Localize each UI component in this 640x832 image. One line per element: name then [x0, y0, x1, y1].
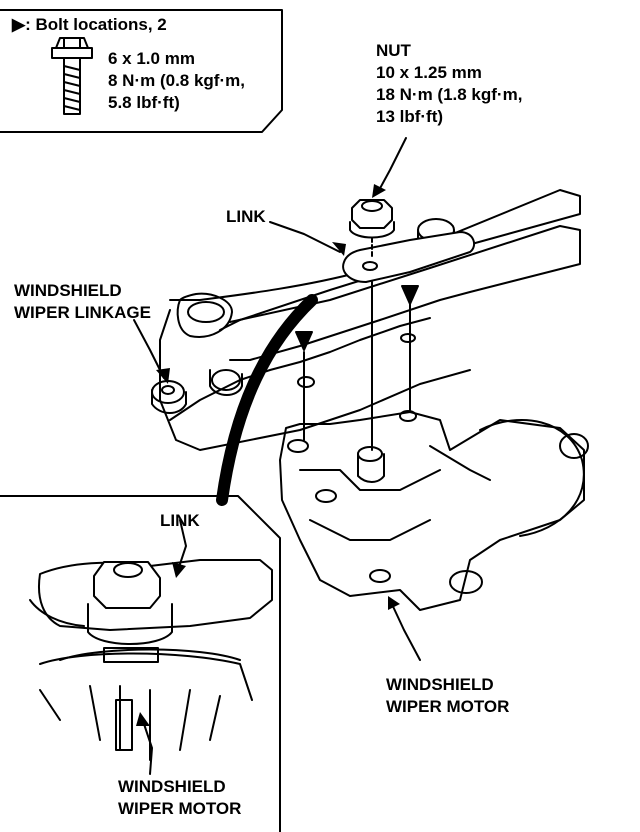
label-motor-inset-line-2: WIPER MOTOR — [118, 799, 242, 818]
legend-title-text: : Bolt locations, 2 — [25, 15, 167, 34]
bolt-torque-line-1: 8 N·m (0.8 kgf·m, — [108, 71, 245, 90]
label-link: LINK — [226, 207, 266, 226]
label-motor-line-2: WIPER MOTOR — [386, 697, 510, 716]
label-motor-inset-line-1: WINDSHIELD — [118, 777, 226, 796]
bolt-size: 6 x 1.0 mm — [108, 49, 195, 68]
bolt-location-arrow-icon — [295, 285, 419, 351]
nut-torque-line-1: 18 N·m (1.8 kgf·m, — [376, 85, 523, 104]
inset-pointer-curve — [216, 294, 318, 506]
bolt-icon — [51, 37, 93, 115]
leader-motor-inset — [141, 717, 153, 775]
leader-linkage — [133, 319, 165, 379]
wiper-motor — [279, 410, 589, 611]
legend-title: ▶: Bolt locations, 2 — [12, 14, 167, 36]
leader-nut — [377, 137, 407, 193]
nut-size: 10 x 1.25 mm — [376, 63, 482, 82]
label-link-inset: LINK — [160, 511, 200, 530]
label-linkage-line-1: WINDSHIELD — [14, 281, 122, 300]
legend-box — [0, 9, 283, 133]
label-motor-line-1: WINDSHIELD — [386, 675, 494, 694]
nut-torque-line-2: 13 lbf·ft) — [376, 107, 444, 126]
nut-icon — [349, 199, 395, 259]
link-plate — [342, 231, 476, 283]
label-linkage-line-2: WIPER LINKAGE — [14, 303, 151, 322]
leader-link — [269, 221, 341, 253]
inset-detail — [29, 559, 273, 761]
leader-link-inset — [177, 519, 187, 571]
inset-box — [0, 495, 281, 832]
leader-motor-right — [389, 599, 421, 661]
nut-title: NUT — [376, 41, 411, 60]
bolt-location-marker-icon: ▶ — [12, 15, 26, 34]
bolt-torque-line-2: 5.8 lbf·ft) — [108, 93, 180, 112]
